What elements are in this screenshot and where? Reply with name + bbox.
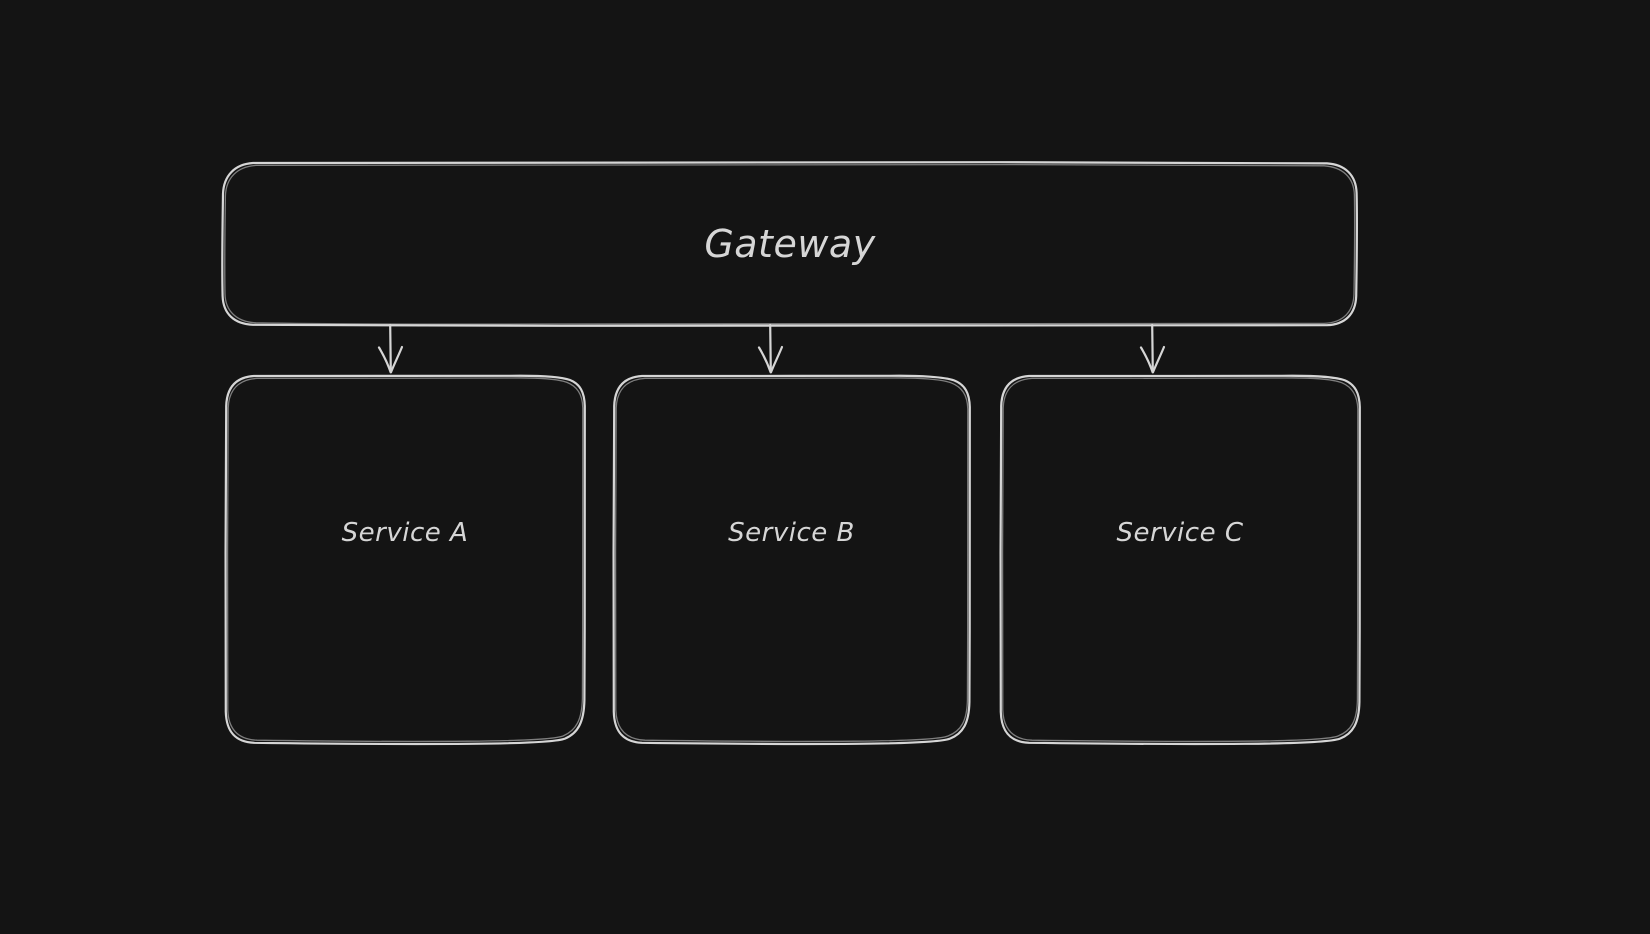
arrow-gateway-to-service-c — [1139, 323, 1166, 374]
node-service-a[interactable]: Service A — [225, 375, 585, 745]
arrow-gateway-to-service-b — [757, 323, 784, 374]
node-service-c-label: Service C — [1116, 518, 1244, 548]
node-service-b-label: Service B — [728, 518, 855, 548]
node-service-b[interactable]: Service B — [613, 375, 970, 745]
arrow-gateway-to-service-a — [377, 323, 404, 374]
node-gateway[interactable]: Gateway — [222, 162, 1358, 326]
node-service-c[interactable]: Service C — [1000, 375, 1360, 745]
node-service-a-label: Service A — [341, 518, 469, 548]
node-gateway-label: Gateway — [704, 222, 876, 266]
